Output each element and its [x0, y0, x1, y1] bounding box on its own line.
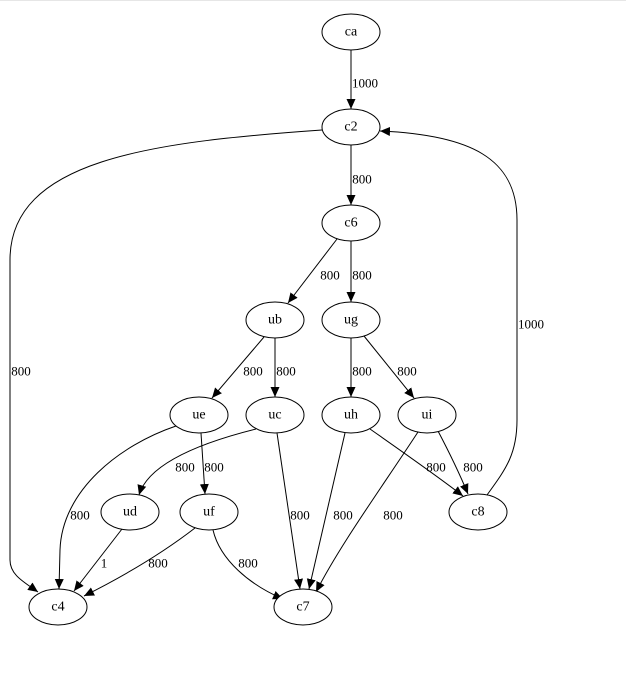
edge-label-ug-ui: 800 [397, 364, 417, 379]
node-c4: c4 [28, 588, 88, 626]
edge-ui-c7 [315, 431, 419, 593]
edge-c2-c4 [9, 129, 323, 593]
edge-uc-ud [137, 428, 257, 496]
node-c8: c8 [448, 493, 508, 531]
edge-label-ca-c2: 1000 [352, 76, 378, 91]
node-c2: c2 [321, 108, 381, 146]
edge-c6-ub [287, 238, 338, 304]
edge-label-uf-c7: 800 [238, 556, 258, 571]
node-label-c6: c6 [344, 216, 357, 231]
node-c7: c7 [273, 588, 333, 626]
edge-c8-c2 [379, 126, 518, 496]
node-shape-ca [321, 13, 381, 51]
edge-uf-c4 [83, 527, 196, 597]
node-label-c2: c2 [344, 120, 357, 135]
node-shape-uh [321, 396, 381, 434]
node-ca: ca [321, 13, 381, 51]
edge-ue-c4 [54, 425, 177, 590]
node-uf: uf [179, 493, 239, 531]
edge-uf-c7 [212, 529, 284, 600]
node-ug: ug [321, 301, 381, 339]
node-shape-ud [100, 493, 160, 531]
node-shape-c7 [273, 588, 333, 626]
edge-label-ui-c7: 800 [383, 508, 403, 523]
nodes-layer: ca c2 c6 ub ug ue uc uh ui ud uf c8 c4 c7 [28, 13, 508, 626]
node-shape-ue [169, 396, 229, 434]
node-shape-uc [245, 396, 305, 434]
node-shape-ub [245, 301, 305, 339]
node-label-c4: c4 [51, 600, 64, 615]
node-ud: ud [100, 493, 160, 531]
edge-label-uf-c4: 800 [148, 556, 168, 571]
edge-label-ui-c8: 800 [463, 460, 483, 475]
edge-label-uc-c7: 800 [290, 508, 310, 523]
edge-label-c2-c6: 800 [352, 172, 372, 187]
edge-label-ud-c4: 1 [101, 556, 108, 571]
edge-ud-c4 [73, 528, 123, 592]
node-ui: ui [397, 396, 457, 434]
edge-label-c6-ub: 800 [320, 268, 340, 283]
node-shape-c8 [448, 493, 508, 531]
node-label-ca: ca [345, 25, 358, 40]
node-label-ui: ui [422, 408, 433, 423]
edge-ue-uf [199, 432, 209, 495]
edge-label-uh-c7: 800 [333, 508, 353, 523]
node-uc: uc [245, 396, 305, 434]
node-shape-c6 [321, 204, 381, 242]
node-shape-c4 [28, 588, 88, 626]
node-uh: uh [321, 396, 381, 434]
edge-label-ub-uc: 800 [276, 364, 296, 379]
edge-ug-ui [363, 335, 415, 399]
node-shape-ui [397, 396, 457, 434]
node-label-c8: c8 [471, 505, 484, 520]
edge-label-uh-c8: 800 [426, 460, 446, 475]
edge-label-c6-ug: 800 [352, 268, 372, 283]
edges-layer [9, 50, 518, 600]
edge-label-uc-ud: 800 [175, 460, 195, 475]
edge-label-c2-c4: 800 [11, 364, 31, 379]
edge-labels-layer: 1000 800 800 800 800 800 800 800 800 800 800 800 800… [11, 76, 544, 571]
node-label-ug: ug [344, 313, 358, 328]
node-label-uh: uh [344, 408, 358, 423]
edge-label-ue-uf: 800 [204, 460, 224, 475]
edge-label-ue-c4: 800 [70, 508, 90, 523]
node-label-ub: ub [268, 313, 282, 328]
edge-ui-c8 [437, 430, 469, 495]
node-shape-uf [179, 493, 239, 531]
node-shape-c2 [321, 108, 381, 146]
node-label-ue: ue [192, 408, 205, 423]
edge-uc-c7 [276, 432, 303, 590]
top-border [0, 0, 626, 1]
edge-uh-c7 [306, 432, 346, 590]
node-ue: ue [169, 396, 229, 434]
node-label-ud: ud [123, 505, 137, 520]
edge-label-ub-ue: 800 [243, 364, 263, 379]
edge-label-c8-c2: 1000 [518, 317, 544, 332]
node-shape-ug [321, 301, 381, 339]
edge-ub-ue [211, 336, 265, 399]
node-label-c7: c7 [296, 600, 309, 615]
edge-label-ug-uh: 800 [352, 364, 372, 379]
node-ub: ub [245, 301, 305, 339]
node-c6: c6 [321, 204, 381, 242]
node-label-uc: uc [268, 408, 281, 423]
node-label-uf: uf [203, 505, 215, 520]
edge-uh-c8 [369, 428, 464, 497]
